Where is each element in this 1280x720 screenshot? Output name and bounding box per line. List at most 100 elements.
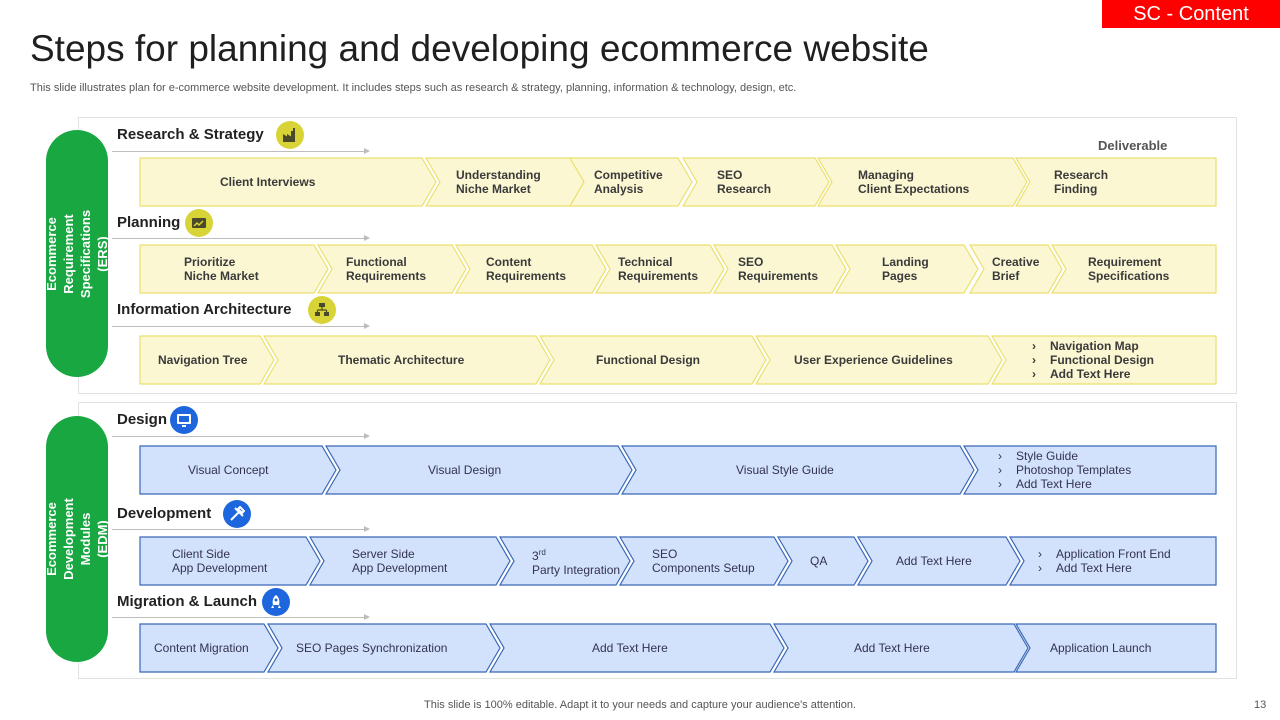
step-visual-concept: Visual Concept: [139, 445, 337, 495]
deliverable-header: Deliverable: [1098, 138, 1168, 153]
lane-connector: [112, 323, 370, 329]
step-3: 3rd Party Integration: [498, 536, 631, 586]
step-label: 3rd Party Integration: [532, 537, 620, 585]
step-visual-style-guide: Visual Style Guide: [620, 445, 975, 495]
step-add-text-here: Add Text Here: [856, 536, 1021, 586]
step-shape: [712, 244, 847, 294]
lane-title-information-architecture: Information Architecture: [117, 301, 292, 318]
step-shape: [681, 157, 830, 207]
step-shape: [262, 335, 551, 385]
step-shape: [754, 335, 1003, 385]
step-shape: [816, 157, 1028, 207]
step-shape: [834, 244, 979, 294]
step-add-text-here: Add Text Here: [488, 623, 785, 673]
step-label: Understanding Niche Market: [456, 168, 541, 196]
step-prioritize-niche-market: Prioritize Niche Market: [139, 244, 329, 294]
step-label: Thematic Architecture: [338, 353, 465, 367]
deliverable-item: Photoshop Templates: [998, 463, 1131, 477]
step-shape: [618, 536, 789, 586]
step-requirement-specifications: Requirement Specifications: [1050, 244, 1217, 294]
step-label: Add Text Here: [854, 641, 930, 655]
lane-connector: [112, 235, 370, 241]
step-label: Visual Design: [428, 463, 502, 477]
step-label: Navigation Tree: [158, 353, 248, 367]
lane-title-development: Development: [117, 505, 212, 522]
step-managing-client-expectations: Managing Client Expectations: [816, 157, 1028, 207]
chart-board-icon: [185, 209, 213, 237]
step-shape: [139, 536, 321, 586]
step-visual-design: Visual Design: [324, 445, 633, 495]
lane-connector: [112, 614, 370, 620]
step-label: Landing Pages: [882, 255, 929, 283]
step-label: Content Requirements: [486, 255, 567, 283]
deliverable-item: Application Front End: [1038, 547, 1171, 561]
deliverable-box: Style GuidePhotoshop TemplatesAdd Text H…: [962, 445, 1217, 495]
step-label: Prioritize Niche Market: [184, 255, 259, 283]
step-technical-requirements: Technical Requirements: [594, 244, 725, 294]
deliverable-item: Style Guide: [998, 449, 1131, 463]
footer-note: This slide is 100% editable. Adapt it to…: [424, 699, 856, 711]
lane-title-migration-launch: Migration & Launch: [117, 593, 257, 610]
step-label: SEO Research: [717, 168, 772, 196]
step-shape: [308, 536, 511, 586]
step-landing-pages: Landing Pages: [834, 244, 979, 294]
step-label: Server Side App Development: [352, 547, 448, 575]
deliverable-list: Application Front EndAdd Text Here: [1038, 537, 1171, 585]
section-tag: SC - Content: [1102, 0, 1280, 28]
deliverable-item: Add Text Here: [1038, 561, 1171, 575]
step-label: Technical Requirements: [618, 255, 699, 283]
step-shape: [488, 623, 785, 673]
edm-group-pill: Ecommerce Development Modules (EDM): [44, 416, 110, 662]
step-shape: [1050, 244, 1217, 294]
step-shape: [316, 244, 467, 294]
step-content-requirements: Content Requirements: [454, 244, 607, 294]
step-seo-research: SEO Research: [681, 157, 830, 207]
step-shape: [568, 157, 693, 207]
step-shape: [324, 445, 633, 495]
step-shape: [139, 335, 275, 385]
step-shape: [776, 536, 869, 586]
step-creative-brief: Creative Brief: [968, 244, 1063, 294]
step-label: SEO Requirements: [738, 255, 819, 283]
step-functional-design: Functional Design: [538, 335, 767, 385]
step-label: QA: [810, 554, 828, 568]
step-thematic-architecture: Thematic Architecture: [262, 335, 551, 385]
deliverable-item: Functional Design: [1032, 353, 1154, 367]
step-shape: [454, 244, 607, 294]
step-shape: [139, 157, 437, 207]
page-number: 13: [1254, 699, 1267, 711]
step-label: SEO Pages Synchronization: [296, 641, 448, 655]
lane-title-design: Design: [117, 411, 168, 428]
step-shape: [1014, 157, 1217, 207]
step-label-number: 3: [532, 548, 539, 563]
ers-group-label: Ecommerce Requirement Specifications (ER…: [44, 209, 110, 298]
step-shape: [594, 244, 725, 294]
step-label: Application Launch: [1050, 641, 1152, 655]
step-client-side-app-development: Client Side App Development: [139, 536, 321, 586]
deliverable-item: Add Text Here: [998, 477, 1131, 491]
step-label: Functional Design: [596, 353, 701, 367]
step-application-launch: Application Launch: [1014, 623, 1217, 673]
step-add-text-here: Add Text Here: [772, 623, 1029, 673]
step-label: User Experience Guidelines: [794, 353, 953, 367]
step-qa: QA: [776, 536, 869, 586]
step-shape: [139, 244, 329, 294]
step-label: Research Finding: [1054, 168, 1109, 196]
step-label-rest: Party Integration: [532, 562, 621, 577]
step-seo-requirements: SEO Requirements: [712, 244, 847, 294]
monitor-icon: [170, 406, 198, 434]
deliverable-box: Application Front EndAdd Text Here: [1008, 536, 1217, 586]
deliverable-list: Navigation MapFunctional DesignAdd Text …: [1032, 336, 1154, 384]
step-client-interviews: Client Interviews: [139, 157, 437, 207]
step-seo-components-setup: SEO Components Setup: [618, 536, 789, 586]
step-label: Creative Brief: [992, 255, 1040, 283]
step-research-finding: Research Finding: [1014, 157, 1217, 207]
step-label: Visual Style Guide: [736, 463, 834, 477]
step-shape: [620, 445, 975, 495]
deliverable-item: Navigation Map: [1032, 339, 1154, 353]
step-functional-requirements: Functional Requirements: [316, 244, 467, 294]
step-seo-pages-synchronization: SEO Pages Synchronization: [266, 623, 501, 673]
step-user-experience-guidelines: User Experience Guidelines: [754, 335, 1003, 385]
lane-connector: [112, 148, 370, 154]
hierarchy-icon: [308, 296, 336, 324]
